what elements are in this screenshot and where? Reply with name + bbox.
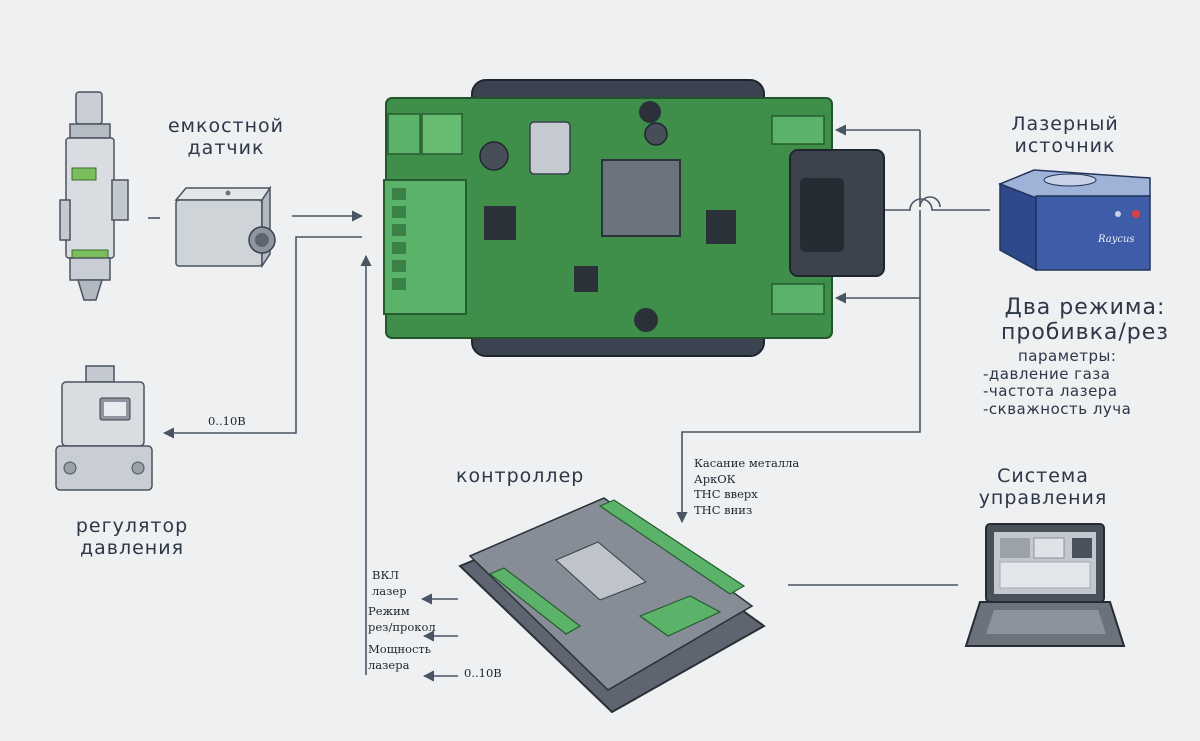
control-system-label: Система управления <box>958 465 1128 510</box>
interface-board-illustration <box>383 79 885 357</box>
crossover-left <box>919 130 941 208</box>
output-laser-on-line-2: лазер <box>372 583 407 598</box>
signal-thc-down: THC вниз <box>694 502 753 517</box>
signal-arc-ok: АркОК <box>694 471 736 486</box>
signals-to-controller-arrow <box>676 210 921 524</box>
modes-title-line-1: Два режима: <box>1004 295 1166 320</box>
output-mode-line-1: Режим <box>368 604 410 618</box>
board-to-regulator-arrow <box>162 236 362 439</box>
modes-title-line-2: пробивка/рез <box>1000 320 1170 346</box>
regulator-label: регулятор давления <box>52 515 212 560</box>
output-power-line-1: Мощность <box>368 642 432 656</box>
power-voltage-label: 0..10В <box>464 666 502 680</box>
pressure-regulator-illustration <box>55 365 153 491</box>
sensor-box-illustration <box>174 185 276 269</box>
laser-brand-logo: Raycus <box>1098 234 1135 245</box>
controller-label: контроллер <box>456 465 585 487</box>
output-laser-on-label: ВКЛ лазер <box>372 568 407 599</box>
modes-params-title: параметры: <box>1018 347 1117 365</box>
controller-illustration <box>458 497 766 714</box>
modes-params-list: -давление газа -частота лазера -скважнос… <box>983 365 1132 418</box>
connection-lines <box>148 124 990 682</box>
modes-param-gas-pressure: -давление газа <box>983 365 1111 383</box>
laser-source-illustration <box>997 169 1151 272</box>
regulator-label-line-2: давления <box>79 536 184 559</box>
modes-param-duty-cycle: -скважность луча <box>983 399 1132 418</box>
output-laser-on-line-1: ВКЛ <box>372 568 399 582</box>
board-to-laser-line <box>884 198 990 211</box>
laser-source-label-line-2: источник <box>1014 134 1116 157</box>
modes-param-laser-frequency: -частота лазера <box>983 382 1118 401</box>
output-mode-label: Режим рез/прокол <box>368 604 436 635</box>
sensor-label-line-2: датчик <box>187 136 265 159</box>
sensor-label: емкостной датчик <box>152 115 300 160</box>
signal-metal-touch: Касание металла <box>694 456 800 470</box>
regulator-label-line-1: регулятор <box>75 515 189 537</box>
sensor-label-line-1: емкостной <box>167 115 285 137</box>
signal-thc-up: THC вверх <box>694 487 758 502</box>
output-power-line-2: лазера <box>368 657 410 672</box>
laser-source-label-line-1: Лазерный <box>1011 113 1119 135</box>
input-signals-list: Касание металла АркОК THC вверх THC вниз <box>694 456 799 518</box>
control-system-laptop-illustration <box>964 523 1126 647</box>
cutting-head-illustration <box>59 91 129 301</box>
control-system-label-line-1: Система <box>997 465 1089 487</box>
regulator-voltage-label: 0..10В <box>208 414 246 428</box>
control-system-label-line-2: управления <box>978 486 1108 509</box>
laser-source-label: Лазерный источник <box>994 113 1136 158</box>
output-power-label: Мощность лазера <box>368 642 431 673</box>
modes-title: Два режима: пробивка/рез <box>985 295 1185 346</box>
output-mode-line-2: рез/прокол <box>368 619 436 634</box>
